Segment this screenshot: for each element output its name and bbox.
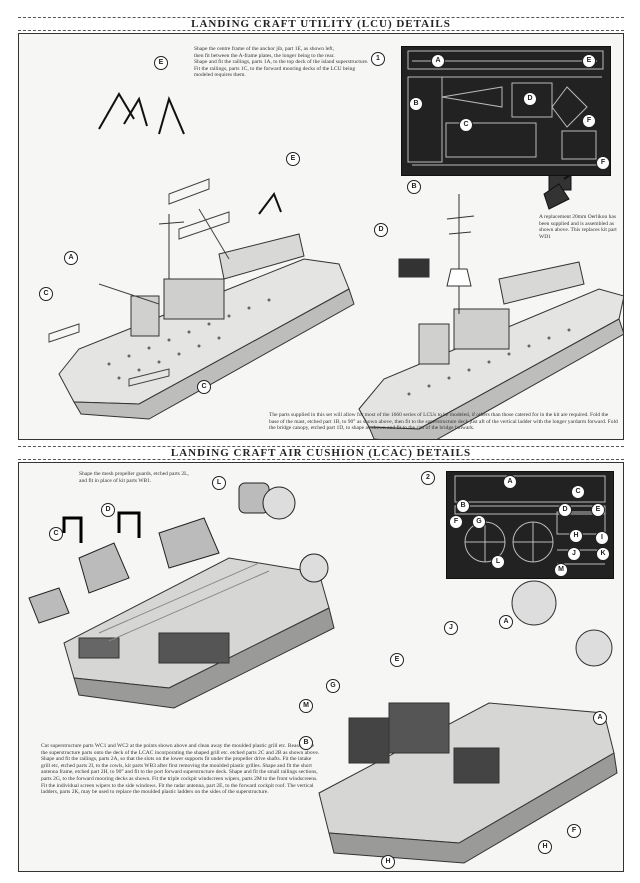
fret2-label-a: A <box>503 475 517 489</box>
fret1-label-d: D <box>523 92 537 106</box>
fret2-label-g: G <box>472 515 486 529</box>
lcac-callout-h-right: H <box>538 840 552 854</box>
fret2-label-i: I <box>595 531 609 545</box>
fret1-number: 1 <box>371 52 385 66</box>
lcu-drawing <box>48 92 623 439</box>
lcac-callout-a-top: A <box>499 615 513 629</box>
lcu-callout-c-bottom: C <box>197 380 211 394</box>
lcu-instruction-line: then fit between the A-frame plates, the… <box>194 52 335 59</box>
fret2-label-e: E <box>591 503 605 517</box>
lcu-gun-note: A replacement 20mm Oerlikon has been sup… <box>539 214 617 240</box>
fret1-label-a: A <box>431 54 445 68</box>
fret2-number: 2 <box>421 471 435 485</box>
lcac-callout-f: F <box>567 824 581 838</box>
fret2-label-b: B <box>456 499 470 513</box>
lcac-section-title: LANDING CRAFT AIR CUSHION (LCAC) DETAILS <box>18 446 624 460</box>
fret1-label-f: F <box>582 114 596 128</box>
lcu-bottom-note: The parts supplied in this set will allo… <box>269 412 618 432</box>
lcac-callout-m: M <box>299 699 313 713</box>
fret2-label-f: F <box>449 515 463 529</box>
lcac-callout-h-left: H <box>381 855 395 869</box>
lcu-callout-a: A <box>64 251 78 265</box>
lcac-callout-c: C <box>49 527 63 541</box>
lcu-callout-c-left: C <box>39 287 53 301</box>
fret1-label-e: E <box>582 54 596 68</box>
lcu-panel: A B C D E F 1 Shape the centre frame of … <box>18 33 624 440</box>
lcu-callout-e-top: E <box>154 56 168 70</box>
etch-fret-2 <box>446 471 614 579</box>
fret2-label-k: K <box>596 547 610 561</box>
lcu-instructions: Shape the centre frame of the anchor jib… <box>194 46 374 79</box>
lcu-callout-e-mid: E <box>286 152 300 166</box>
lcac-callout-b: B <box>299 736 313 750</box>
lcu-instruction-line: Fit the railings, parts 1C, to the forwa… <box>194 65 356 79</box>
lcac-panel: A B C D E F G H I J K L M 2 Shape the me… <box>18 462 624 872</box>
lcac-callout-a-right: A <box>593 711 607 725</box>
lcac-callout-g: G <box>326 679 340 693</box>
lcac-callout-l: L <box>212 476 226 490</box>
lcac-instructions: Cut superstructure parts WC1 and WC2 at … <box>41 743 320 796</box>
lcu-section-title: LANDING CRAFT UTILITY (LCU) DETAILS <box>18 17 624 31</box>
lcac-callout-e: E <box>390 653 404 667</box>
fret2-label-m: M <box>554 563 568 577</box>
lcac-drawing <box>28 482 618 864</box>
lcu-callout-d: D <box>374 223 388 237</box>
fret2-label-h: H <box>569 529 583 543</box>
lcac-callout-j: J <box>444 621 458 635</box>
fret2-label-d: D <box>558 503 572 517</box>
lcac-top-note: Shape the mesh propeller guards, etched … <box>79 471 189 484</box>
lcu-callout-f: F <box>596 156 610 170</box>
fret1-label-c: C <box>459 118 473 132</box>
fret1-label-b: B <box>409 97 423 111</box>
lcac-callout-d: D <box>101 503 115 517</box>
lcu-instruction-line: Shape the centre frame of the anchor jib… <box>194 46 335 52</box>
lcu-callout-b: B <box>407 180 421 194</box>
lcu-instruction-line: Shape and fit the railings, parts 1A, to… <box>194 59 369 66</box>
fret2-label-j: J <box>567 547 581 561</box>
fret2-label-c: C <box>571 485 585 499</box>
fret2-label-l: L <box>491 555 505 569</box>
